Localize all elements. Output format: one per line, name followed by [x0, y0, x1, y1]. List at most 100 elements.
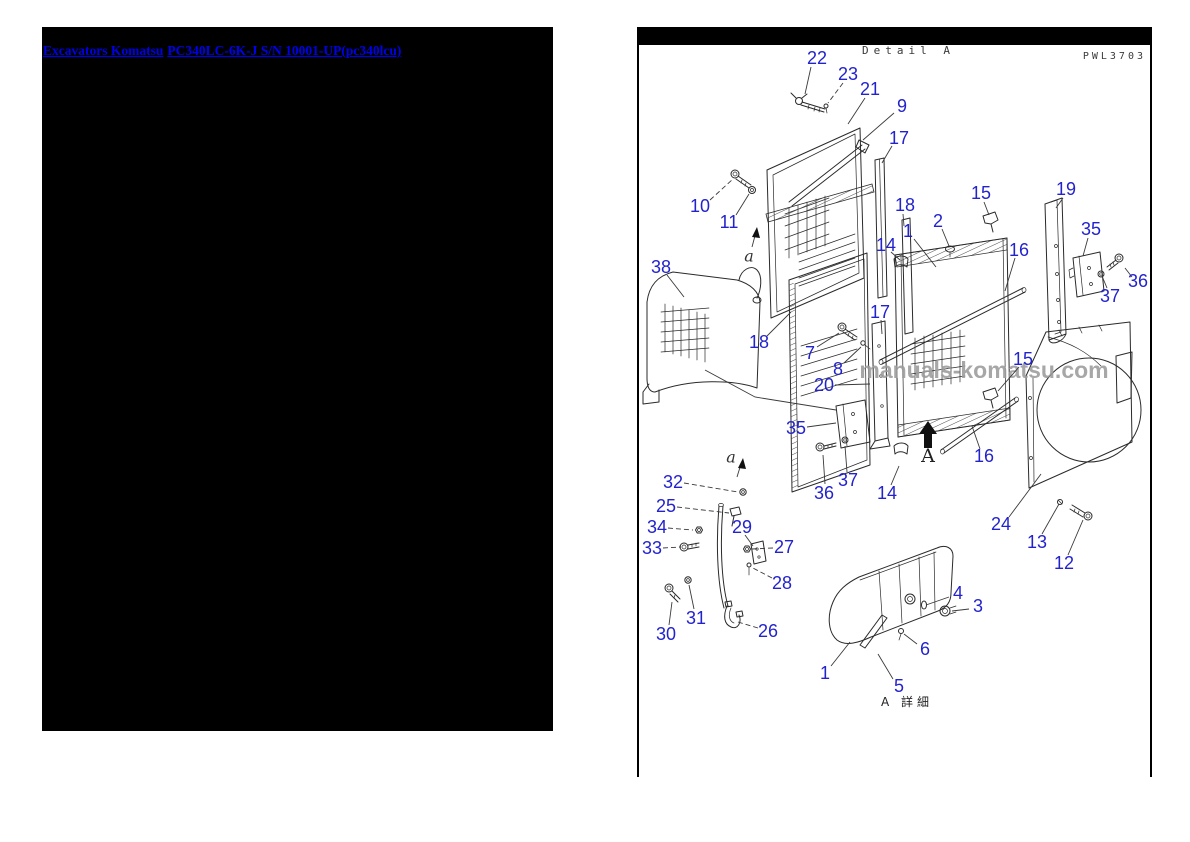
part-tube-5 [859, 614, 888, 649]
part-bolt-36-upper [1106, 253, 1124, 271]
part-nut-34 [695, 526, 703, 534]
leader-line [806, 422, 837, 428]
part-ring-32 [739, 488, 747, 496]
part-strip-17-bottom [869, 320, 891, 450]
part-callout-22: 22 [807, 48, 827, 68]
part-callout-16: 16 [1009, 240, 1029, 260]
part-radiator-1 [894, 237, 1011, 438]
leader-line [941, 228, 950, 247]
part-callout-37: 37 [838, 470, 858, 490]
part-bracket-29 [750, 540, 767, 565]
part-callout-28: 28 [772, 573, 792, 593]
leader-line [816, 332, 840, 348]
part-pipe-assembly [716, 503, 729, 609]
leader-line [766, 311, 792, 337]
part-callout-8: 8 [833, 359, 843, 379]
part-oring-4 [921, 600, 927, 610]
part-bolt-33 [679, 542, 700, 552]
leader-line [676, 506, 730, 514]
part-callout-27: 27 [774, 537, 794, 557]
part-callout-3: 3 [973, 596, 983, 616]
part-bar-9 [765, 139, 875, 223]
part-callout-18: 18 [895, 195, 915, 215]
leader-line [667, 527, 694, 531]
leader-line [737, 621, 759, 629]
part-elbow-25 [729, 506, 742, 527]
part-rear-screen [788, 252, 871, 493]
part-channel-19 [1044, 197, 1067, 344]
leader-line [668, 601, 673, 626]
part-callout-35: 35 [1081, 219, 1101, 239]
part-callout-24: 24 [991, 514, 1011, 534]
part-screw-23 [823, 103, 829, 114]
part-bolt-10 [730, 169, 752, 189]
leader-line [971, 425, 981, 450]
leader-line [1004, 257, 1016, 292]
part-callout-9: 9 [897, 96, 907, 116]
part-callout-12: 12 [1054, 553, 1074, 573]
part-callout-14: 14 [877, 483, 897, 503]
leader-line [751, 547, 774, 550]
part-clamp-15-lower [982, 387, 999, 409]
leader-line [877, 653, 894, 680]
detail-arrow-A [919, 421, 937, 448]
part-rod-16-lower [940, 396, 1019, 455]
part-tank-1 [828, 545, 954, 644]
leader-line [1082, 237, 1089, 257]
detail-caption: A 詳細 [881, 694, 933, 709]
leader-line [1101, 275, 1108, 289]
part-callout-7: 7 [805, 343, 815, 363]
leader-line [735, 193, 750, 216]
leader-line [827, 82, 844, 104]
part-callout-38: 38 [651, 257, 671, 277]
leader-line [903, 633, 918, 645]
part-callout-16: 16 [974, 446, 994, 466]
part-callout-30: 30 [656, 624, 676, 644]
part-screw-13 [1057, 499, 1063, 505]
part-hose-26 [724, 600, 744, 629]
leader-line [890, 251, 901, 261]
leader-line [830, 641, 851, 667]
view-letter-a: a [744, 247, 754, 266]
leader-line [997, 366, 1020, 392]
part-clamp-14-lower [893, 442, 909, 455]
part-bolt-7 [837, 322, 858, 341]
part-callout-18: 18 [749, 332, 769, 352]
part-callout-1: 1 [820, 663, 830, 683]
leader-line [951, 608, 970, 612]
breadcrumb-link-model[interactable]: PC340LC-6K-J S/N 10001-UP(pc340lcu) [167, 43, 402, 58]
part-bolt-36-lower [815, 442, 837, 452]
part-callout-6: 6 [920, 639, 930, 659]
part-callout-14: 14 [876, 235, 896, 255]
leader-line [1067, 519, 1084, 556]
part-callout-5: 5 [894, 676, 904, 696]
part-bolt-12 [1069, 504, 1093, 521]
part-callout-2: 2 [933, 211, 943, 231]
part-callout-25: 25 [656, 496, 676, 516]
leader-line [804, 66, 812, 95]
part-plate-35-upper [1068, 251, 1105, 298]
part-clamp-14-upper [893, 255, 909, 268]
diagram-canvas: manuals-komatsu.com A 詳細 222321917101118… [642, 48, 1148, 709]
part-plate-35-lower [835, 399, 871, 449]
leader-line [1041, 503, 1060, 535]
leader-line [744, 534, 754, 547]
part-screw-28 [746, 562, 752, 576]
leader-line [834, 383, 871, 386]
leader-line [1124, 267, 1133, 278]
part-washer-31 [684, 576, 692, 584]
part-callout-32: 32 [663, 472, 683, 492]
part-callout-35: 35 [786, 418, 806, 438]
part-shroud-24 [1025, 321, 1142, 489]
part-callout-33: 33 [642, 538, 662, 558]
view-letter-A: A [920, 445, 935, 467]
watermark: manuals-komatsu.com [859, 357, 1108, 383]
breadcrumb-link-category[interactable]: Excavators Komatsu [43, 43, 164, 58]
part-callout-10: 10 [690, 196, 710, 216]
part-nut-27 [743, 545, 751, 553]
part-clamp-15-upper [982, 211, 999, 233]
leader-line [881, 145, 893, 164]
leader-line [1008, 473, 1042, 518]
